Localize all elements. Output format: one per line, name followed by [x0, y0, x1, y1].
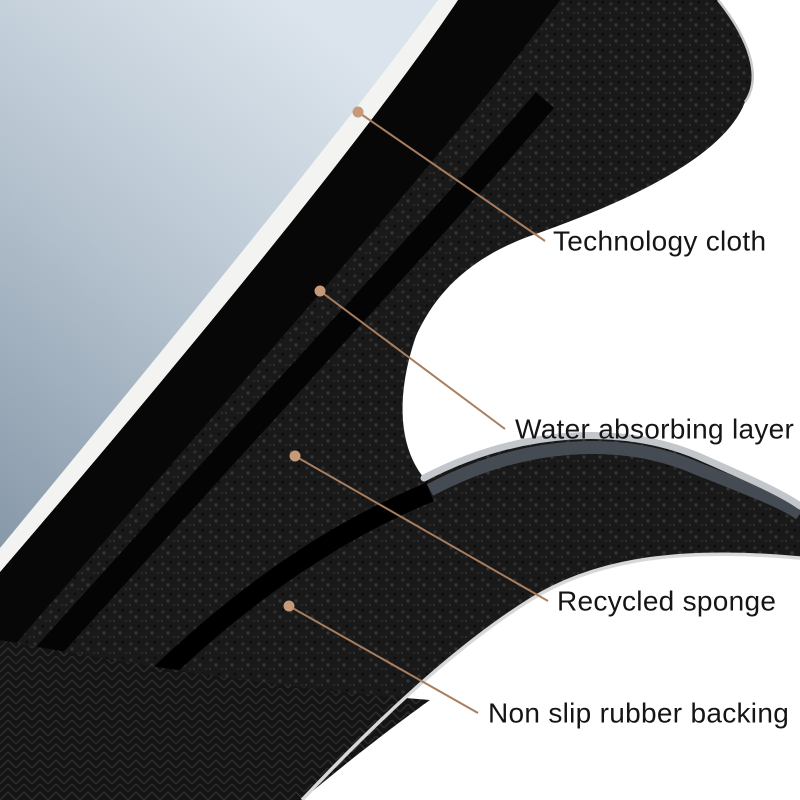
- callout-water-absorbing-layer: Water absorbing layer: [314, 285, 794, 445]
- callout-recycled-sponge: Recycled sponge: [289, 450, 776, 617]
- callout-line: [288, 605, 479, 714]
- layer-separator-arc: [0, 92, 555, 713]
- mat-black-side-band: [0, 0, 560, 662]
- rubber-backing-texture: [0, 640, 430, 800]
- callout-non-slip-rubber-backing: Non slip rubber backing: [283, 600, 789, 729]
- white-cloth-rim: [0, 0, 458, 572]
- callout-dot: [289, 450, 301, 462]
- wave-fabric-edge: [426, 440, 800, 520]
- callout-line: [319, 290, 506, 430]
- mat-top-fabric: [0, 0, 438, 548]
- top-lip-highlight: [717, 0, 754, 103]
- callout-dot: [283, 600, 295, 612]
- callout-label: Non slip rubber backing: [488, 698, 789, 729]
- callout-line: [294, 455, 549, 602]
- callout-label: Technology cloth: [553, 226, 766, 257]
- wave-cloth-edge-highlight: [420, 432, 800, 510]
- callout-label: Recycled sponge: [557, 586, 776, 617]
- callout-dot: [314, 285, 326, 297]
- callout-label: Water absorbing layer: [515, 414, 794, 445]
- callout-dot: [352, 106, 364, 118]
- callout-technology-cloth: Technology cloth: [352, 106, 766, 257]
- bottom-edge-highlight: [300, 552, 800, 800]
- callout-line: [357, 111, 546, 242]
